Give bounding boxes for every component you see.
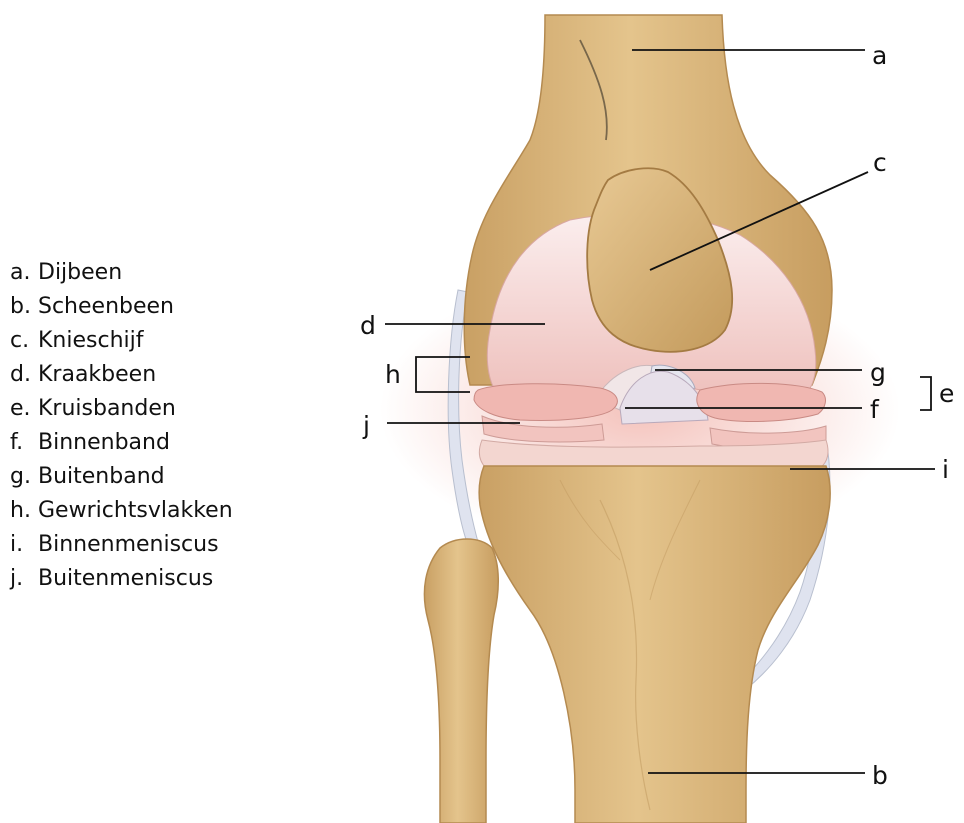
- callout-b: b: [872, 761, 888, 790]
- bracket-e: [920, 377, 931, 410]
- callout-e: e: [939, 379, 954, 408]
- callout-g: g: [870, 358, 886, 387]
- callout-a: a: [872, 41, 887, 70]
- callout-d: d: [360, 311, 376, 340]
- callout-c: c: [873, 148, 887, 177]
- callout-i: i: [942, 455, 949, 484]
- medial-meniscus: [697, 383, 826, 421]
- lateral-meniscus: [474, 384, 617, 421]
- callout-f: f: [870, 395, 880, 424]
- callout-j: j: [362, 411, 370, 440]
- fibula-bone: [424, 539, 498, 823]
- callout-h: h: [385, 360, 401, 389]
